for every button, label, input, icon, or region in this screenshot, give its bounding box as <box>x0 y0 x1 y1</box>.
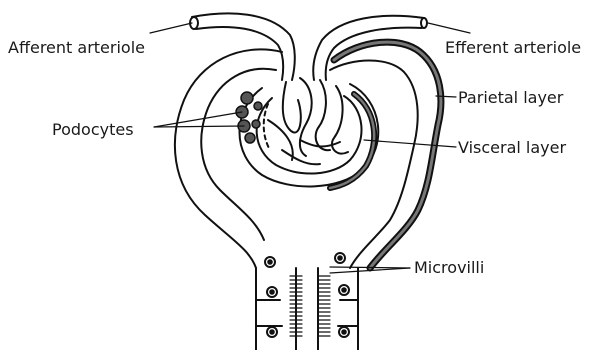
parietal-layer <box>334 42 441 268</box>
label-parietal-layer: Parietal layer <box>458 90 563 106</box>
label-efferent-arteriole: Efferent arteriole <box>445 40 581 56</box>
label-visceral-layer: Visceral layer <box>458 140 566 156</box>
capsule-inner-right <box>330 61 418 269</box>
label-afferent-arteriole: Afferent arteriole <box>8 40 145 56</box>
label-podocytes: Podocytes <box>52 122 134 138</box>
capsule-outer-left <box>175 49 282 268</box>
leader-lines <box>150 23 470 273</box>
label-microvilli: Microvilli <box>414 260 484 276</box>
